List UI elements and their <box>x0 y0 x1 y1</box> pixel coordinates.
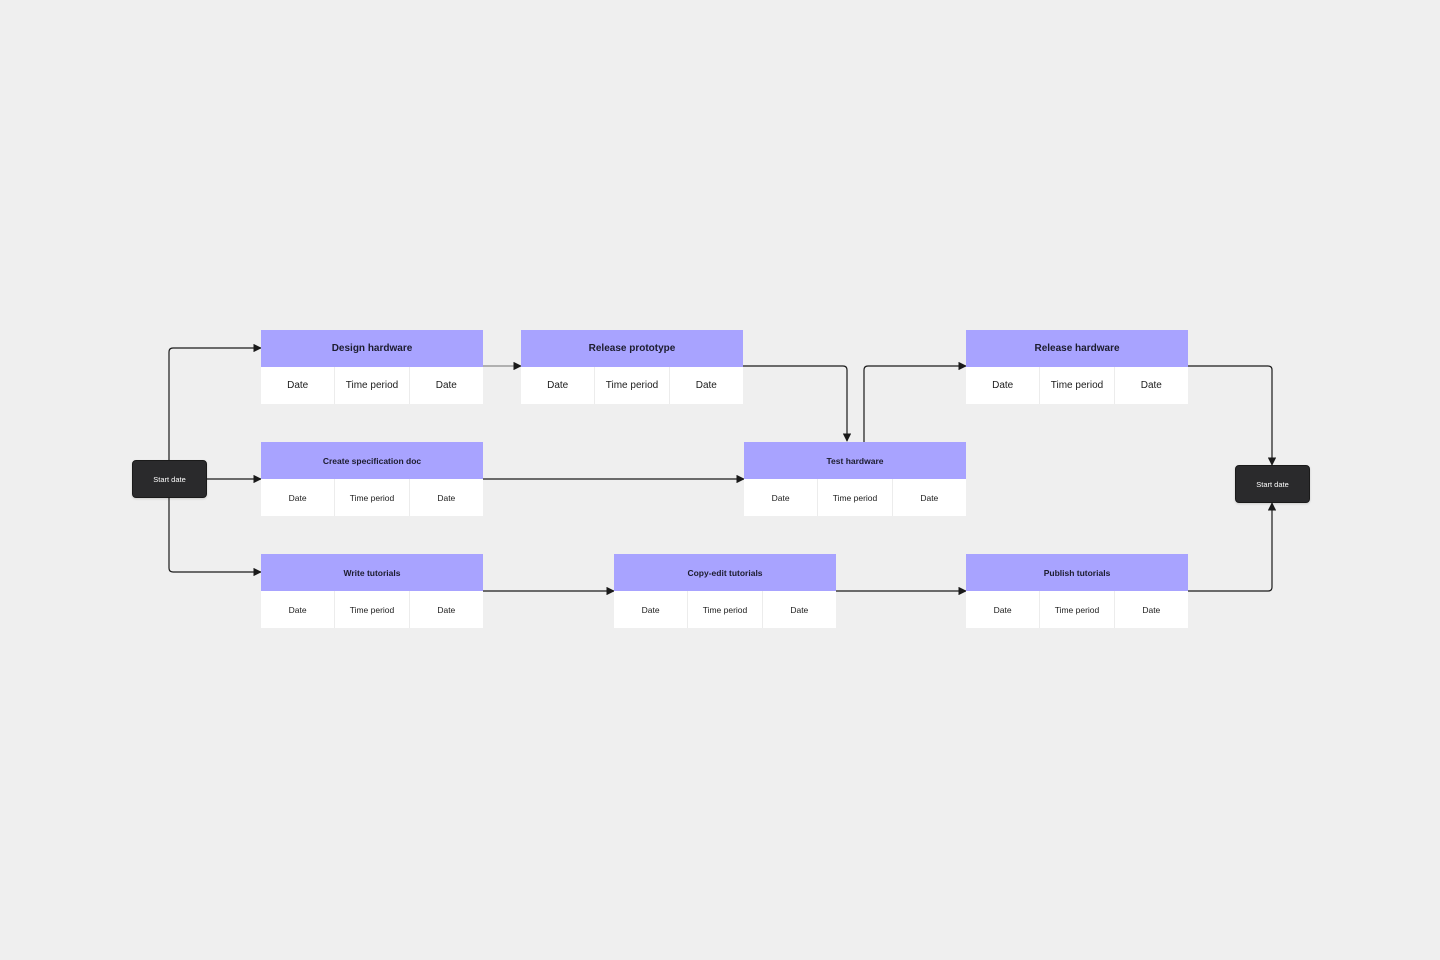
task-start-date: Date <box>966 591 1041 628</box>
task-cells: Date Time period Date <box>261 367 483 404</box>
task-title: Publish tutorials <box>966 554 1188 591</box>
task-cells: Date Time period Date <box>521 367 743 404</box>
connector-release-hardware-to-end <box>1188 365 1277 466</box>
task-start-date: Date <box>261 591 336 628</box>
task-title: Design hardware <box>261 330 483 367</box>
task-end-date: Date <box>435 380 457 391</box>
task-time-period: Time period <box>335 367 410 404</box>
task-end-date: Date <box>695 380 717 391</box>
task-start-date: Date <box>261 367 336 404</box>
task-time-period: Time period <box>595 367 670 404</box>
end-terminal[interactable]: Start date <box>1235 465 1310 503</box>
task-title: Copy-edit tutorials <box>614 554 836 591</box>
task-time-period: Time period <box>1040 367 1115 404</box>
task-cells: Date Time period Date <box>966 591 1188 628</box>
start-terminal-label: Start date <box>153 474 186 484</box>
task-cells: Date Time period Date <box>261 591 483 628</box>
task-write-tutorials[interactable]: Write tutorials Date Time period Date <box>261 554 483 628</box>
task-release-prototype[interactable]: Release prototype Date Time period Date <box>521 330 743 404</box>
task-end-date: Date <box>1140 380 1162 391</box>
task-time-period: Time period <box>688 591 763 628</box>
task-title: Release hardware <box>966 330 1188 367</box>
task-test-hardware[interactable]: Test hardware Date Time period Date <box>744 442 966 516</box>
connector-start-to-design-hardware <box>168 343 262 461</box>
connector-start-to-write-tutorials <box>168 497 262 577</box>
task-start-date: Date <box>614 591 689 628</box>
task-publish-tutorials[interactable]: Publish tutorials Date Time period Date <box>966 554 1188 628</box>
task-end-date: Date <box>920 492 939 503</box>
task-start-date: Date <box>261 479 336 516</box>
task-title: Write tutorials <box>261 554 483 591</box>
task-time-period: Time period <box>335 479 410 516</box>
task-title: Create specification doc <box>261 442 483 479</box>
task-copy-edit-tutorials[interactable]: Copy-edit tutorials Date Time period Dat… <box>614 554 836 628</box>
task-time-period: Time period <box>1040 591 1115 628</box>
task-end-date: Date <box>437 492 456 503</box>
task-release-hardware[interactable]: Release hardware Date Time period Date <box>966 330 1188 404</box>
task-cells: Date Time period Date <box>614 591 836 628</box>
task-start-date: Date <box>521 367 596 404</box>
task-cells: Date Time period Date <box>966 367 1188 404</box>
task-cells: Date Time period Date <box>261 479 483 516</box>
task-design-hardware[interactable]: Design hardware Date Time period Date <box>261 330 483 404</box>
connector-publish-to-end <box>1188 502 1277 592</box>
task-time-period: Time period <box>335 591 410 628</box>
connector-test-hardware-to-release-hardware <box>863 361 967 442</box>
task-end-date: Date <box>437 604 456 615</box>
task-start-date: Date <box>966 367 1041 404</box>
task-cells: Date Time period Date <box>744 479 966 516</box>
task-title: Release prototype <box>521 330 743 367</box>
task-end-date: Date <box>790 604 809 615</box>
end-terminal-label: Start date <box>1256 479 1289 489</box>
task-title: Test hardware <box>744 442 966 479</box>
task-time-period: Time period <box>818 479 893 516</box>
task-start-date: Date <box>744 479 819 516</box>
connector-release-prototype-to-test-hardware <box>743 365 852 442</box>
task-create-specification-doc[interactable]: Create specification doc Date Time perio… <box>261 442 483 516</box>
start-terminal[interactable]: Start date <box>132 460 207 498</box>
task-end-date: Date <box>1142 604 1161 615</box>
